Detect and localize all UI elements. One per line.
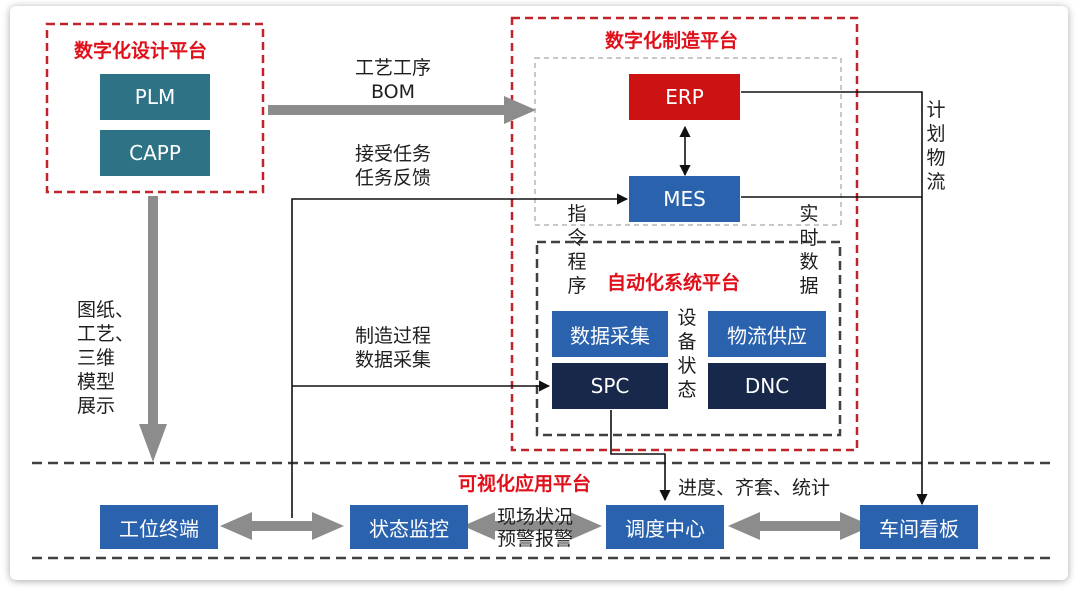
automation-platform-border (535, 240, 842, 437)
status-monitor-box: 状态监控 (350, 505, 468, 549)
accept-task-line: 接受任务 (354, 143, 431, 165)
drawings-label: 图纸、 工艺、 三维 模型 展示 (77, 298, 134, 418)
workstation-box: 工位终端 (100, 505, 218, 549)
drawings-line-2: 工艺、 (77, 323, 135, 345)
plan-logistics-label: 计划物流 (926, 99, 946, 193)
data-collect-box: 数据采集 (552, 311, 668, 357)
workstation-to-mes-line (291, 193, 629, 518)
data-collection-line: 数据采集 (354, 349, 431, 371)
process-bom-line-2: BOM (370, 81, 416, 103)
erp-mes-inner-border (534, 57, 842, 226)
gray-arrow-workstation-monitor (220, 512, 344, 540)
diagram-frame: 数字化设计平台 数字化制造平台 自动化系统平台 可视化应用平台 PLM CAPP… (10, 6, 1068, 580)
erp-box: ERP (629, 74, 740, 120)
erp-to-board-line (741, 91, 928, 506)
spc-box: SPC (552, 363, 668, 409)
drawings-line-3: 三维 (77, 347, 116, 369)
plm-box: PLM (100, 74, 210, 120)
drawings-line-1: 图纸、 (77, 299, 135, 321)
device-status-label: 设备状态 (677, 307, 697, 401)
process-bom-label: 工艺工序 BOM (328, 56, 458, 104)
instruction-program-label: 指令程序 (567, 203, 587, 297)
drawings-line-4: 模型 (77, 371, 116, 393)
site-alarm-label: 现场状况 预警报警 (480, 506, 590, 550)
realtime-data-label: 实时数据 (799, 203, 819, 297)
spc-to-dispatch-line (610, 410, 671, 502)
workshop-board-box: 车间看板 (860, 505, 978, 549)
design-platform-title: 数字化设计平台 (74, 40, 208, 62)
automation-platform-title: 自动化系统平台 (607, 272, 741, 294)
gray-arrow-dispatch-board (728, 512, 872, 540)
capp-box: CAPP (100, 130, 210, 176)
dispatch-center-box: 调度中心 (606, 505, 724, 549)
task-feedback-line: 任务反馈 (354, 167, 431, 189)
manufacturing-platform-border (510, 16, 859, 452)
manufacturing-platform-title: 数字化制造平台 (605, 30, 739, 52)
mes-box: MES (629, 176, 740, 222)
design-platform-border (45, 22, 265, 194)
logistics-supply-box: 物流供应 (708, 311, 826, 357)
gray-arrow-bom (268, 96, 536, 124)
connector-layer (32, 16, 1056, 560)
progress-label: 进度、齐套、统计 (678, 477, 831, 499)
site-status-line: 现场状况 (496, 506, 573, 528)
drawings-line-5: 展示 (77, 395, 116, 417)
gray-arrow-drawings (139, 196, 167, 462)
mfg-data-label: 制造过程 数据采集 (328, 324, 458, 372)
dnc-box: DNC (708, 363, 826, 409)
process-bom-line-1: 工艺工序 (354, 57, 431, 79)
visual-platform-title: 可视化应用平台 (458, 473, 592, 495)
mfg-process-line: 制造过程 (354, 325, 431, 347)
gray-arrow-monitor-dispatch (463, 512, 602, 540)
alarm-line: 预警报警 (496, 528, 573, 550)
task-label: 接受任务 任务反馈 (328, 142, 458, 190)
